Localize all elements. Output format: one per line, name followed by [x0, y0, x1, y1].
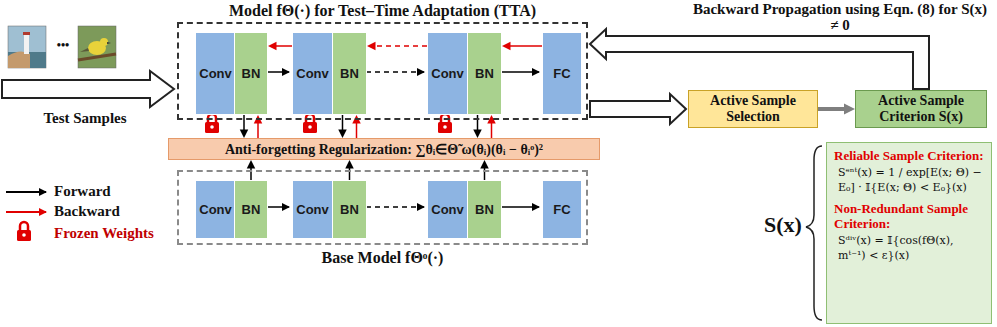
criterion-symbol: S(x): [760, 212, 806, 238]
connector-arrow: [367, 42, 427, 51]
connector-line: [375, 45, 428, 47]
conv-layer: Conv: [292, 180, 333, 239]
connector-line: [342, 115, 344, 131]
conv-layer: Conv: [195, 180, 236, 239]
bn-layer: BN: [332, 32, 367, 115]
test-image-painting: [8, 26, 46, 68]
formula-text: Sᵉⁿᵗ(x) = 1 / exp[E(x; Θ) − E₀] · 𝕀{E(x;…: [838, 165, 984, 195]
connector-line: [477, 115, 479, 131]
node-label: Conv: [296, 66, 329, 81]
criterion-heading: Reliable Sample Criterion:: [834, 148, 984, 163]
arrowhead: [844, 104, 855, 115]
connector-line: [491, 123, 493, 139]
connector-line: [243, 115, 245, 131]
node-label: Base Model fΘᵒ(·): [119, 249, 646, 267]
connector-line: [356, 123, 358, 139]
legend-label: Forward: [54, 183, 111, 200]
ellipsis-dots: •••: [48, 38, 78, 53]
process-box: Active Sample Criterion S(x): [855, 90, 987, 128]
connector-line: [510, 45, 543, 47]
fc-layer: FC: [542, 32, 582, 115]
node-label: BN: [475, 66, 494, 81]
formula-text: Sᵈⁱᵛ(x) = 𝕀{cos(fΘ(x), mᵗ⁻¹) < ε}(x): [838, 233, 984, 263]
conv-layer: Conv: [292, 32, 333, 115]
node-label: FC: [553, 66, 570, 81]
connector-arrow: [502, 42, 542, 51]
node-label: Conv: [431, 66, 464, 81]
node-label: Conv: [199, 202, 232, 217]
arrowhead: [345, 160, 354, 169]
node-label: Conv: [431, 202, 464, 217]
arrowhead: [473, 130, 482, 139]
connector-line: [276, 45, 293, 47]
process-box: Active Sample Selection: [688, 90, 818, 128]
arrowhead: [502, 42, 511, 51]
hollow-arrow: [590, 94, 686, 124]
node-label: BN: [475, 202, 494, 217]
bn-layer: BN: [467, 180, 502, 239]
node-label: BN: [242, 202, 261, 217]
conv-layer: Conv: [427, 32, 468, 115]
node-label: FC: [553, 202, 570, 217]
node-label: Anti-forgetting Regularization: ∑θᵢ∈Θ̃ ω…: [225, 141, 543, 158]
connector-arrow: [268, 42, 292, 51]
base-model-container: Base Model fΘᵒ(·)ConvBNConvBNConvBNFC: [177, 170, 588, 245]
node-label: BN: [340, 202, 359, 217]
connector-line: [257, 123, 259, 139]
bn-layer: BN: [234, 32, 268, 115]
arrowhead: [247, 160, 256, 169]
node-label: Conv: [296, 202, 329, 217]
fc-layer: FC: [542, 180, 582, 239]
arrowhead: [240, 130, 249, 139]
curly-brace: [806, 146, 822, 320]
input-label: Test Samples: [20, 110, 150, 127]
bn-layer: BN: [332, 180, 367, 239]
regularization-band: Anti-forgetting Regularization: ∑θᵢ∈Θ̃ ω…: [168, 138, 600, 160]
conv-layer: Conv: [427, 180, 468, 239]
legend-label: Frozen Weights: [54, 225, 154, 242]
criteria-box: Reliable Sample Criterion: Sᵉⁿᵗ(x) = 1 / …: [826, 142, 992, 324]
hollow-arrow: [590, 29, 929, 89]
legend-samples: [6, 192, 46, 241]
node-label: BN: [242, 66, 261, 81]
legend-label: Backward: [54, 203, 120, 220]
bn-layer: BN: [234, 180, 268, 239]
connector-line: [818, 107, 845, 111]
test-image-bird: [78, 26, 116, 68]
model-container: Model fΘ(·) for Test–Time Adaptation (TT…: [177, 22, 588, 120]
node-label: Model fΘ(·) for Test–Time Adaptation (TT…: [119, 2, 646, 20]
node-label: Active Sample Criterion S(x): [862, 93, 980, 125]
connector-arrow: [818, 104, 855, 115]
node-label: Conv: [199, 66, 232, 81]
arrowhead: [367, 42, 376, 51]
input-hollow-arrow: [2, 71, 174, 107]
arrowhead: [338, 130, 347, 139]
criterion-heading: Non-Redundant Sample Criterion:: [834, 201, 984, 231]
edge-label: Backward Propagation using Eqn. (8) for …: [690, 1, 990, 33]
conv-layer: Conv: [195, 32, 236, 115]
bn-layer: BN: [467, 32, 502, 115]
arrowhead: [268, 42, 277, 51]
node-label: BN: [340, 66, 359, 81]
arrowhead: [480, 160, 489, 169]
node-label: Active Sample Selection: [695, 93, 811, 125]
